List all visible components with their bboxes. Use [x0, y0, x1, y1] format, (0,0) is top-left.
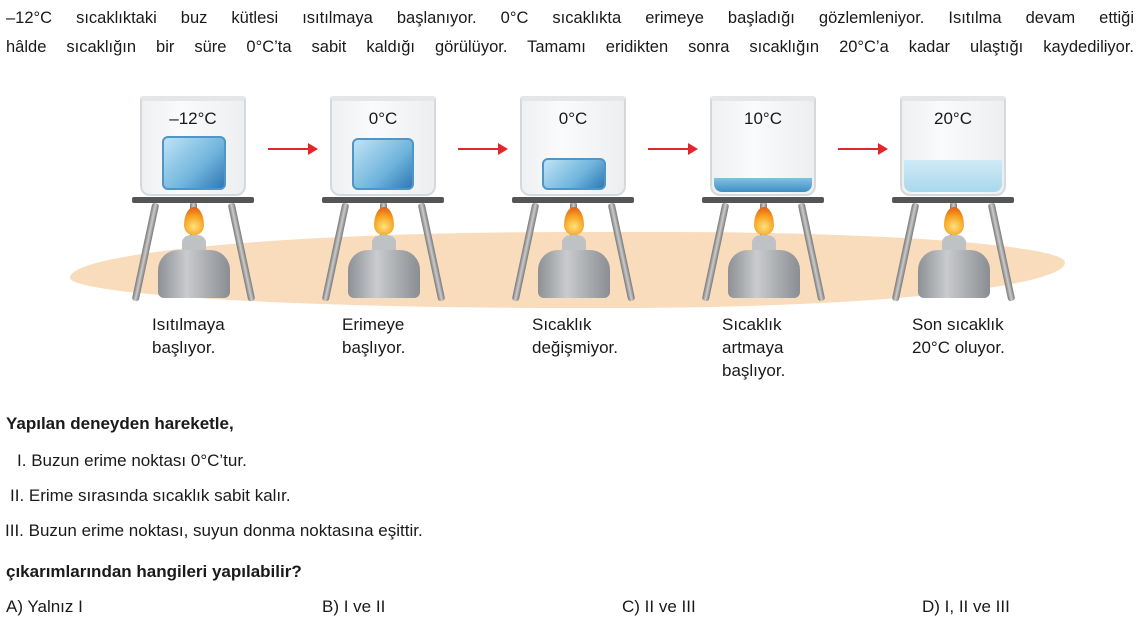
statement-num: II. [10, 486, 25, 505]
statement-3: III. Buzun erime noktası, suyun donma no… [5, 521, 423, 541]
beaker: –12°C [140, 96, 246, 196]
tripod-leg [227, 202, 256, 302]
tripod-leg [131, 202, 160, 302]
arrow-right-icon [648, 143, 698, 155]
tripod-leg [701, 202, 730, 302]
tripod-leg [607, 202, 636, 302]
arrow-right-icon [838, 143, 888, 155]
station-caption: Sıcaklık değişmiyor. [532, 313, 618, 359]
caption-line: Isıtılmaya [152, 315, 225, 334]
caption-line: Son sıcaklık [912, 315, 1004, 334]
caption-line: değişmiyor. [532, 338, 618, 357]
temperature-label: –12°C [169, 109, 217, 128]
burner-icon [918, 250, 990, 298]
option-b[interactable]: B) I ve II [322, 597, 386, 616]
statement-num: I. [17, 451, 27, 470]
option-c[interactable]: C) II ve III [622, 597, 696, 616]
question-lead: Yapılan deneyden hareketle, [6, 414, 234, 433]
temperature-label: 0°C [558, 109, 588, 128]
intro-text: –12°C sıcaklıktaki buz kütlesi ısıtılmay… [6, 4, 1134, 62]
statement-text: Erime sırasında sıcaklık sabit kalır. [28, 486, 291, 505]
tripod-leg [891, 202, 920, 302]
statement-text: Buzun erime noktası, suyun donma noktası… [28, 521, 423, 540]
burner-nozzle [372, 235, 396, 253]
temperature-label: 20°C [934, 109, 972, 128]
statement-num: III. [5, 521, 24, 540]
statement-2: II. Erime sırasında sıcaklık sabit kalır… [10, 486, 291, 506]
water [714, 178, 812, 192]
flame-icon [564, 207, 584, 235]
burner-icon [538, 250, 610, 298]
station-caption: Erimeye başlıyor. [342, 313, 405, 359]
tripod-leg [321, 202, 350, 302]
tripod-plate [322, 197, 444, 203]
caption-line: Sıcaklık [532, 315, 592, 334]
beaker: 10°C [710, 96, 816, 196]
tripod-leg [797, 202, 826, 302]
caption-line: başlıyor. [342, 338, 406, 357]
ice-cube [542, 158, 606, 190]
flame-icon [944, 207, 964, 235]
station: 0°C [482, 92, 672, 302]
burner-nozzle [182, 235, 206, 253]
flame-icon [754, 207, 774, 235]
beaker: 0°C [520, 96, 626, 196]
ice-cube [162, 136, 226, 190]
tripod-leg [987, 202, 1016, 302]
caption-line: Sıcaklık [722, 315, 782, 334]
tripod-plate [132, 197, 254, 203]
station-caption: Isıtılmaya başlıyor. [152, 313, 225, 359]
station-caption: Sıcaklık artmaya başlıyor. [722, 313, 785, 382]
ice-cube [352, 138, 414, 190]
arrow-right-icon [268, 143, 318, 155]
station: 0°C [292, 92, 482, 302]
beaker: 20°C [900, 96, 1006, 196]
caption-line: 20°C oluyor. [912, 338, 1005, 357]
station: 20°C [862, 92, 1052, 302]
flame-icon [374, 207, 394, 235]
burner-nozzle [562, 235, 586, 253]
caption-line: başlıyor. [152, 338, 216, 357]
option-d[interactable]: D) I, II ve III [922, 597, 1010, 616]
burner-icon [158, 250, 230, 298]
intro-line-1: –12°C sıcaklıktaki buz kütlesi ısıtılmay… [6, 9, 1134, 27]
temperature-label: 0°C [368, 109, 398, 128]
caption-line: Erimeye [342, 315, 405, 334]
tripod-plate [512, 197, 634, 203]
intro-line-2: hâlde sıcaklığın bir süre 0°C’ta sabit k… [6, 38, 1134, 56]
tripod-leg [417, 202, 446, 302]
water [904, 160, 1002, 192]
arrow-right-icon [458, 143, 508, 155]
option-a[interactable]: A) Yalnız I [6, 597, 83, 616]
caption-line: başlıyor. [722, 361, 786, 380]
flame-icon [184, 207, 204, 235]
question-prompt: çıkarımlarından hangileri yapılabilir? [6, 562, 302, 581]
burner-nozzle [942, 235, 966, 253]
station: 10°C [672, 92, 862, 302]
caption-line: artmaya [722, 338, 784, 357]
station: –12°C [102, 92, 292, 302]
burner-icon [348, 250, 420, 298]
tripod-leg [511, 202, 540, 302]
burner-nozzle [752, 235, 776, 253]
temperature-label: 10°C [744, 109, 782, 128]
station-caption: Son sıcaklık 20°C oluyor. [912, 313, 1005, 359]
beaker: 0°C [330, 96, 436, 196]
statement-text: Buzun erime noktası 0°C’tur. [31, 451, 247, 470]
tripod-plate [702, 197, 824, 203]
statement-1: I. Buzun erime noktası 0°C’tur. [17, 451, 247, 471]
burner-icon [728, 250, 800, 298]
tripod-plate [892, 197, 1014, 203]
